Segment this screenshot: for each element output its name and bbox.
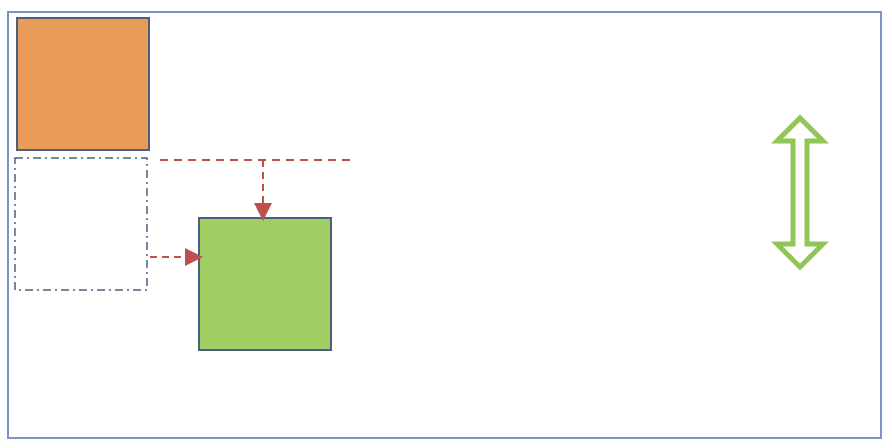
orange-square [16,17,150,151]
green-square [198,217,332,351]
placeholder-square [14,157,148,291]
diagram-frame [7,11,882,439]
